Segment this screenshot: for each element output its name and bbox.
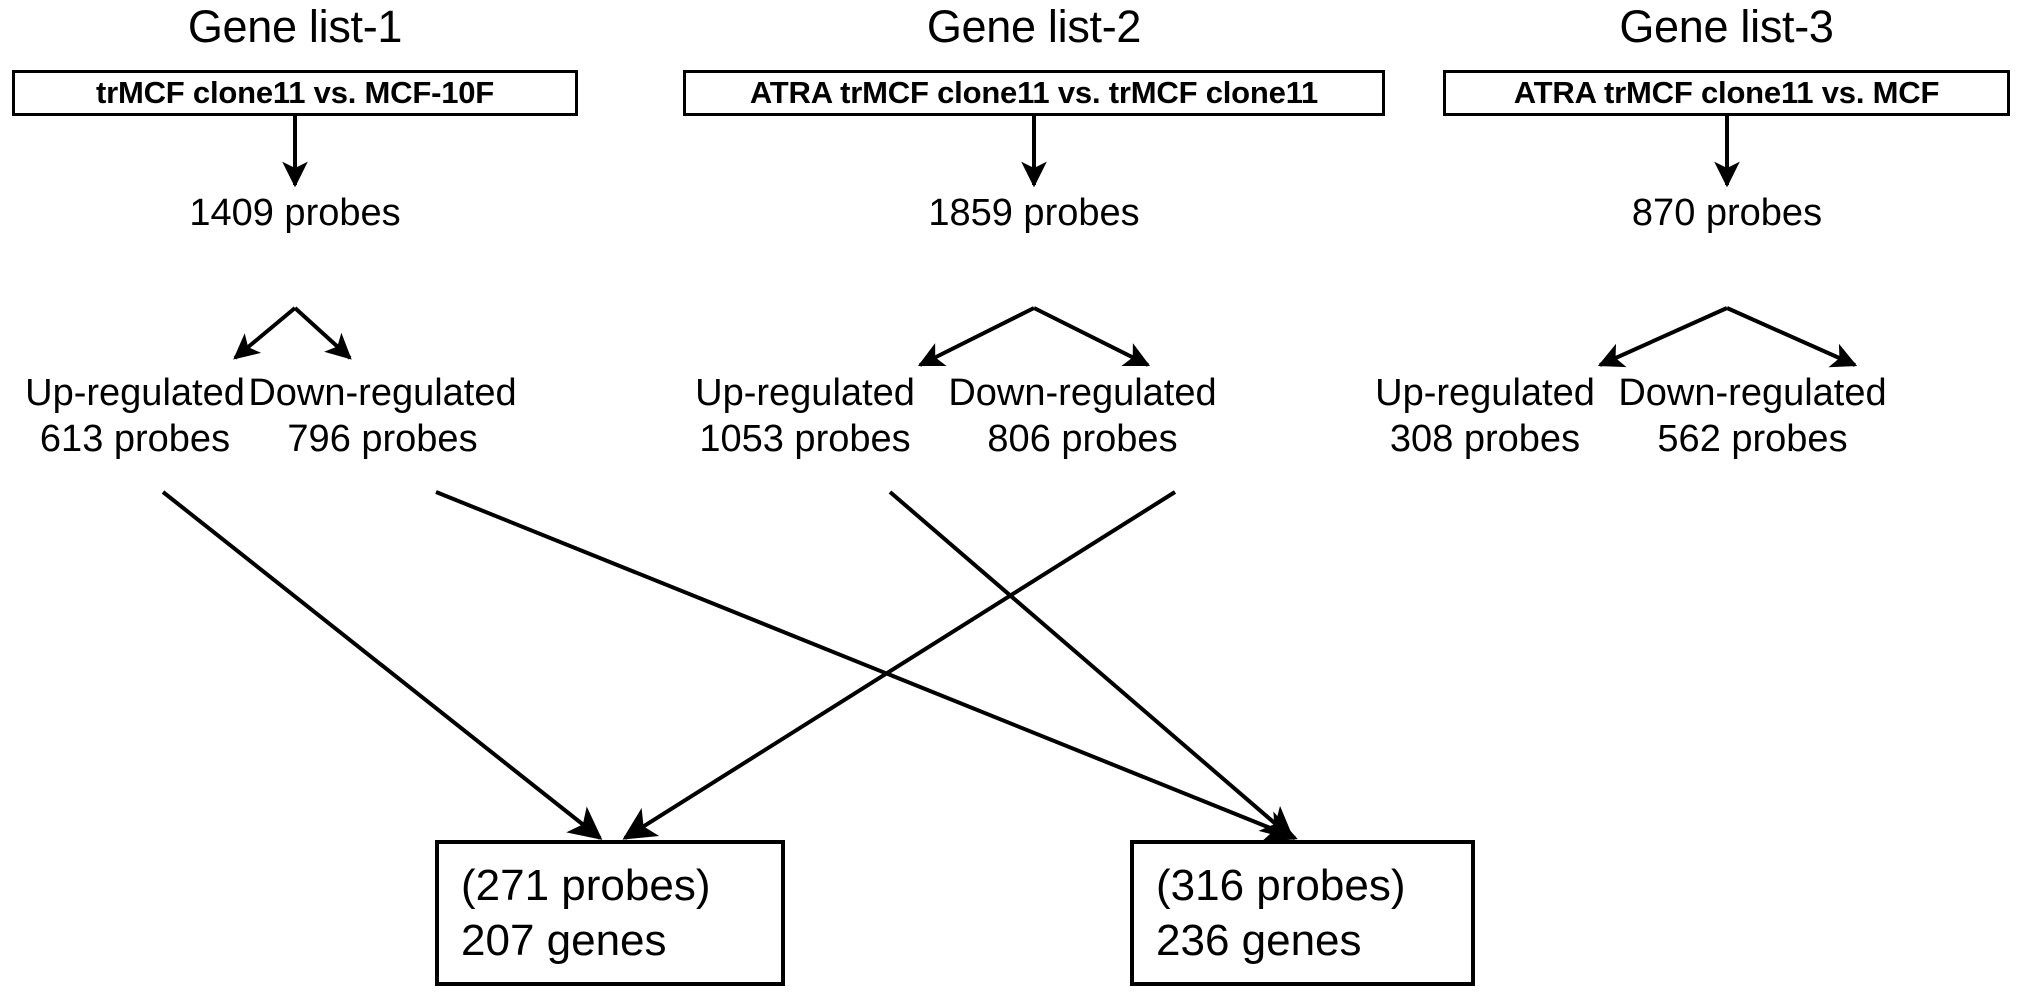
total-probes-1: 1409 probes xyxy=(189,192,401,234)
down-regulated-label-3: Down-regulated xyxy=(1618,372,1887,414)
down-regulated-count-1: 796 probes xyxy=(287,418,478,460)
up-regulated-label-2: Up-regulated xyxy=(695,372,915,414)
result-genes-2: 236 genes xyxy=(1156,916,1362,965)
result-genes-1: 207 genes xyxy=(461,916,667,965)
up-regulated-1: Up-regulated 613 probes xyxy=(10,370,260,462)
comparison-box-1[interactable]: trMCF clone11 vs. MCF-10F xyxy=(12,70,578,116)
result-probes-1: (271 probes) xyxy=(461,861,711,910)
column-title-3: Gene list-3 xyxy=(1619,1,1834,52)
up-regulated-count-3: 308 probes xyxy=(1389,418,1581,460)
comparison-box-3[interactable]: ATRA trMCF clone11 vs. MCF xyxy=(1443,70,2010,116)
down-regulated-3: Down-regulated 562 probes xyxy=(1610,370,1895,462)
comparison-label-2: ATRA trMCF clone11 vs. trMCF clone11 xyxy=(749,75,1319,110)
result-box-1[interactable]: (271 probes) 207 genes xyxy=(435,840,785,986)
comparison-box-2[interactable]: ATRA trMCF clone11 vs. trMCF clone11 xyxy=(683,70,1385,116)
down-regulated-2: Down-regulated 806 probes xyxy=(940,370,1225,462)
down-regulated-count-2: 806 probes xyxy=(987,418,1178,460)
column-title-2: Gene list-2 xyxy=(926,1,1142,52)
total-probes-2: 1859 probes xyxy=(928,192,1140,234)
result-box-2[interactable]: (316 probes) 236 genes xyxy=(1130,840,1475,986)
up-regulated-label-1: Up-regulated xyxy=(25,372,245,414)
up-regulated-count-1: 613 probes xyxy=(39,418,231,460)
up-regulated-2: Up-regulated 1053 probes xyxy=(680,370,930,462)
down-regulated-count-3: 562 probes xyxy=(1657,418,1848,460)
up-regulated-label-3: Up-regulated xyxy=(1375,372,1595,414)
down-regulated-1: Down-regulated 796 probes xyxy=(240,370,525,462)
column-title-1: Gene list-1 xyxy=(187,1,403,52)
up-regulated-3: Up-regulated 308 probes xyxy=(1360,370,1610,462)
down-regulated-label-2: Down-regulated xyxy=(948,372,1217,414)
comparison-label-1: trMCF clone11 vs. MCF-10F xyxy=(95,75,495,110)
down-regulated-label-1: Down-regulated xyxy=(248,372,517,414)
comparison-label-3: ATRA trMCF clone11 vs. MCF xyxy=(1513,75,1940,110)
result-probes-2: (316 probes) xyxy=(1156,861,1406,910)
total-probes-3: 870 probes xyxy=(1631,192,1823,234)
up-regulated-count-2: 1053 probes xyxy=(699,418,911,460)
